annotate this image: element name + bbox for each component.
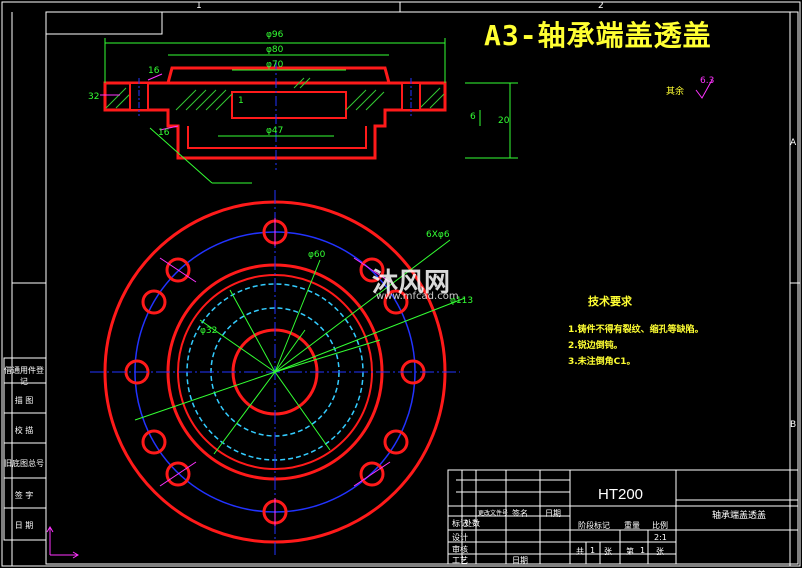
side-block-grid: [3, 357, 47, 541]
tech-req-title: 技术要求: [588, 295, 632, 308]
surface-finish-value: 6.3: [700, 76, 715, 86]
part-name: 轴承端盖透盖: [712, 511, 767, 521]
tb-label-sheet: 张: [604, 547, 612, 556]
tb-label-date: 日期: [545, 509, 561, 518]
title-block-grid: [447, 469, 799, 565]
tb-sheet-no: 1: [640, 546, 646, 555]
dim-chamfer-left: 16: [148, 66, 160, 76]
side-label-4: 旧底图总号: [4, 459, 44, 468]
recess-outline: [187, 126, 367, 149]
drawing-title: A3-轴承端盖透盖: [484, 19, 712, 52]
tb-label-no: 第: [626, 547, 634, 556]
bore-outline: [231, 91, 347, 119]
tech-req-item-1: 1.铸件不得有裂纹、缩孔等缺陷。: [568, 325, 704, 335]
frame-mark-right-a: A: [790, 138, 797, 148]
plan-view: [90, 190, 466, 555]
material-value: HT200: [598, 486, 644, 503]
dim-left-side: 32: [88, 92, 100, 102]
watermark-brand: 沐风网: [372, 268, 451, 298]
tech-req-item-3: 3.未注倒角C1。: [568, 357, 636, 367]
tb-label-weight: 重量: [624, 521, 640, 530]
frame-mark-right-b: B: [790, 420, 797, 430]
ucs-icon: [46, 526, 79, 559]
tb-label-mark: 标记: [452, 519, 468, 528]
dim-right-depth: 6: [470, 112, 476, 122]
watermark-url: www.mfcad.com: [376, 291, 459, 302]
tb-label-review: 审核: [452, 545, 468, 554]
tb-label-process: 工艺: [452, 556, 468, 565]
plan-dimensions: [134, 239, 466, 455]
tech-req-item-2: 2.锐边倒钝。: [568, 341, 623, 351]
frame-mark-top-2: 2: [598, 1, 604, 11]
tb-label-total: 共: [576, 547, 584, 556]
dim-bolt-circle: φ113: [450, 296, 474, 306]
side-label-2: 描 图: [14, 396, 34, 405]
tb-scale-value: 2:1: [654, 533, 667, 542]
section-view: [100, 38, 713, 184]
dim-top-width: φ96: [266, 30, 284, 40]
dim-chamfer-bottom: 16: [158, 128, 170, 138]
surface-label: 其余: [666, 87, 685, 97]
dim-inner1: φ80: [266, 45, 284, 55]
tb-label-design: 设计: [452, 533, 468, 542]
dim-height: 20: [498, 116, 510, 126]
dim-pcd: φ60: [308, 250, 326, 260]
leader-lines: [100, 73, 179, 131]
tb-label-sign: 签名: [512, 509, 528, 518]
tb-label-date2: 日期: [512, 556, 528, 565]
side-label-1: 借通用件登记: [4, 366, 44, 386]
tb-label-sheet2: 张: [656, 547, 664, 556]
dim-bore: φ47: [266, 126, 284, 136]
flange-outline: [103, 81, 447, 160]
section-hatch: [105, 77, 445, 111]
hub-outline: [166, 66, 391, 84]
frame-mark-top-1: 1: [196, 1, 202, 11]
side-label-5: 签 字: [14, 491, 34, 500]
hole-centermarks: [159, 218, 391, 526]
side-label-6: 日 期: [14, 521, 34, 530]
tb-sheet-total: 1: [590, 546, 596, 555]
side-label-3: 校 描: [14, 426, 34, 435]
dim-inner2: φ70: [266, 60, 284, 70]
tb-label-count: 处数: [464, 519, 480, 528]
dim-pilot: φ32: [200, 326, 218, 336]
tb-label-scale: 比例: [652, 521, 668, 530]
dimension-lines: [104, 38, 518, 184]
tb-label-stage: 阶段标记: [578, 521, 610, 530]
roughness-symbol: [695, 79, 713, 99]
code-box: [45, 11, 163, 35]
dim-note-left: 1: [238, 96, 244, 106]
tb-label-change: 更改文件号: [478, 510, 509, 517]
inner-frame: [45, 11, 799, 565]
dim-hole-pattern: 6Xφ6: [426, 230, 450, 240]
